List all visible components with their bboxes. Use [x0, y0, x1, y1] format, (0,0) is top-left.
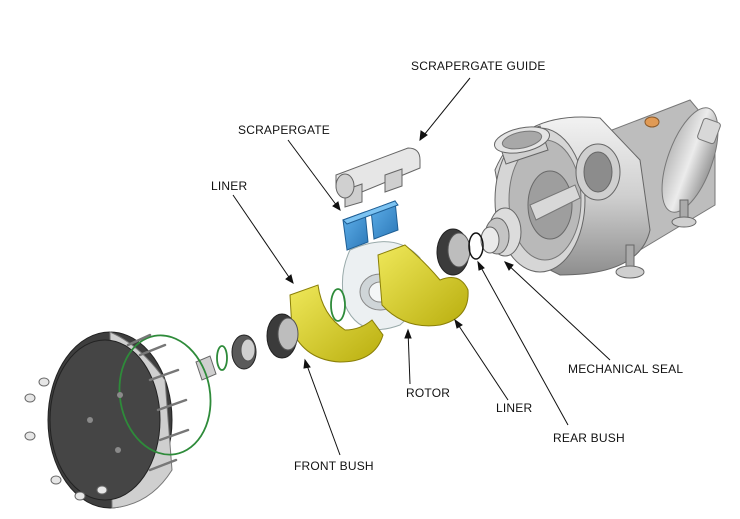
scrapergate-guide — [335, 147, 421, 208]
label-mechanical-seal: MECHANICAL SEAL — [568, 362, 683, 376]
label-rotor: ROTOR — [406, 386, 450, 400]
liner-right — [377, 244, 469, 327]
label-scrapergate: SCRAPERGATE — [238, 123, 330, 137]
liner-left — [289, 284, 384, 363]
front-bush — [266, 313, 299, 359]
shaft-nut — [195, 334, 257, 381]
label-liner-right: LINER — [496, 401, 532, 415]
label-scrapergate-guide: SCRAPERGATE GUIDE — [411, 59, 546, 73]
label-front-bush: FRONT BUSH — [294, 459, 374, 473]
rear-bush — [436, 228, 484, 276]
o-ring — [330, 288, 346, 322]
label-liner-left: LINER — [211, 179, 247, 193]
scrapergate — [342, 200, 399, 251]
leader-lines — [232, 77, 611, 456]
pump-housing — [493, 99, 721, 279]
front-cover — [24, 331, 212, 509]
label-rear-bush: REAR BUSH — [553, 431, 625, 445]
mechanical-seal — [480, 207, 522, 257]
oil-plug-icon — [644, 116, 660, 128]
